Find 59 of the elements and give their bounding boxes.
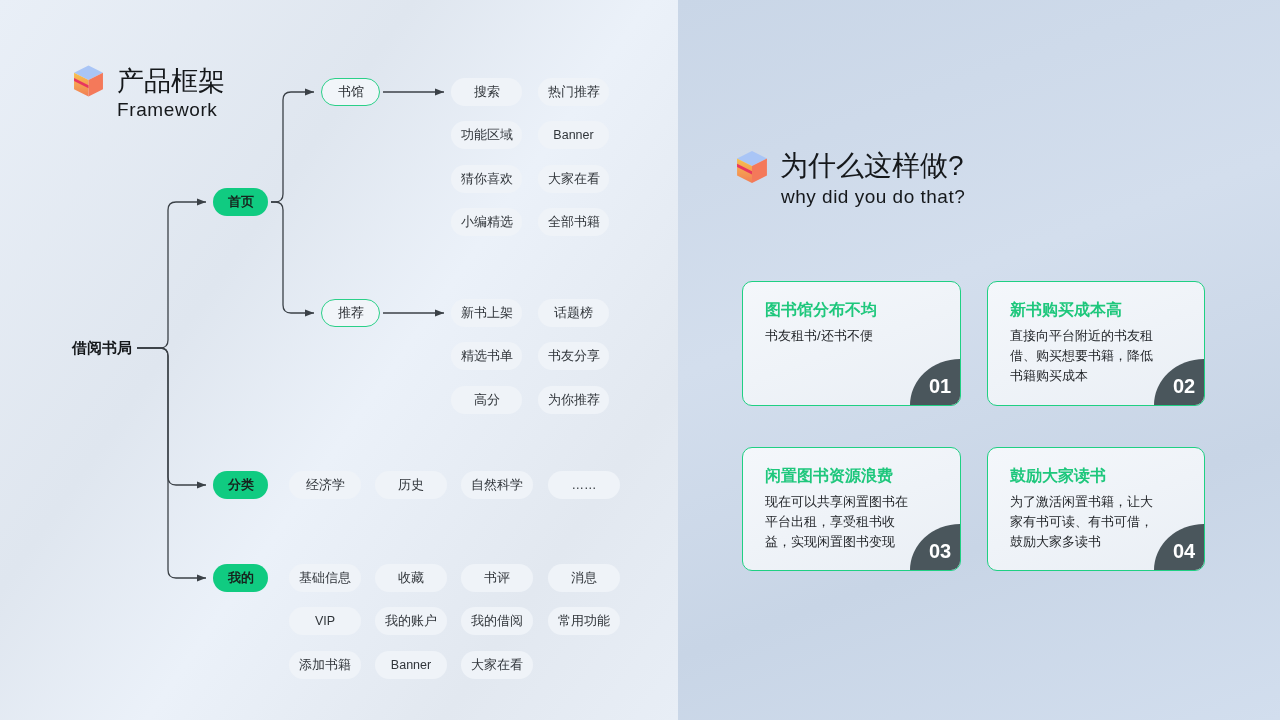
feature-chip: 话题榜 [538,299,609,327]
number-badge: 02 [1154,359,1204,405]
feature-chip: 常用功能 [548,607,620,635]
connector-arrow [136,347,207,582]
feature-chip: 我的账户 [375,607,447,635]
submenu-pill: 推荐 [321,299,380,327]
feature-chip: 热门推荐 [538,78,609,106]
feature-chip: 添加书籍 [289,651,361,679]
feature-chip: 经济学 [289,471,361,499]
number-badge: 03 [910,524,960,570]
menu-pill: 分类 [213,471,268,499]
feature-chip: 大家在看 [461,651,533,679]
connector-arrow [382,88,445,96]
feature-chip: 书评 [461,564,533,592]
feature-chip: 消息 [548,564,620,592]
feature-chip: …… [548,471,620,499]
feature-chip: 功能区域 [451,121,522,149]
number-badge: 04 [1154,524,1204,570]
feature-chip: 我的借阅 [461,607,533,635]
info-card [987,447,1205,571]
feature-chip: 猜你喜欢 [451,165,522,193]
connector-arrow [270,201,315,317]
title: 产品框架 [117,65,225,98]
info-card [987,281,1205,406]
feature-chip: 基础信息 [289,564,361,592]
connector-arrow [382,309,445,317]
section-subtitle: why did you do that? [781,186,966,208]
card-heading: 闲置图书资源浪费 [765,466,893,486]
menu-pill: 首页 [213,188,268,216]
section-heading: 为什么这样做? [780,149,964,183]
feature-chip: 全部书籍 [538,208,609,236]
feature-chip: 新书上架 [451,299,522,327]
card-heading: 图书馆分布不均 [765,300,877,320]
subtitle: Framework [117,99,218,121]
feature-chip: 小编精选 [451,208,522,236]
card-text: 书友租书/还书不便 [765,327,874,345]
feature-chip: 收藏 [375,564,447,592]
feature-chip: Banner [375,651,447,679]
card-heading: 鼓励大家读书 [1010,466,1106,486]
feature-chip: 历史 [375,471,447,499]
feature-chip: 高分 [451,386,522,414]
feature-chip: VIP [289,607,361,635]
feature-chip: 搜索 [451,78,522,106]
feature-chip: 书友分享 [538,342,609,370]
root-label: 借阅书局 [72,338,134,358]
info-card [742,281,961,406]
number-badge: 01 [910,359,960,405]
card-text: 为了激活闲置书籍，让大家有书可读、有书可借，鼓励大家多读书 [1010,493,1154,551]
feature-chip: 大家在看 [538,165,609,193]
card-text: 现在可以共享闲置图书在平台出租，享受租书收益，实现闲置图书变现 [765,493,909,551]
submenu-pill: 书馆 [321,78,380,106]
info-card [742,447,961,571]
feature-chip: Banner [538,121,609,149]
feature-chip: 自然科学 [461,471,533,499]
menu-pill: 我的 [213,564,268,592]
card-heading: 新书购买成本高 [1010,300,1122,320]
card-text: 直接向平台附近的书友租借、购买想要书籍，降低书籍购买成本 [1010,327,1154,385]
feature-chip: 为你推荐 [538,386,609,414]
feature-chip: 精选书单 [451,342,522,370]
